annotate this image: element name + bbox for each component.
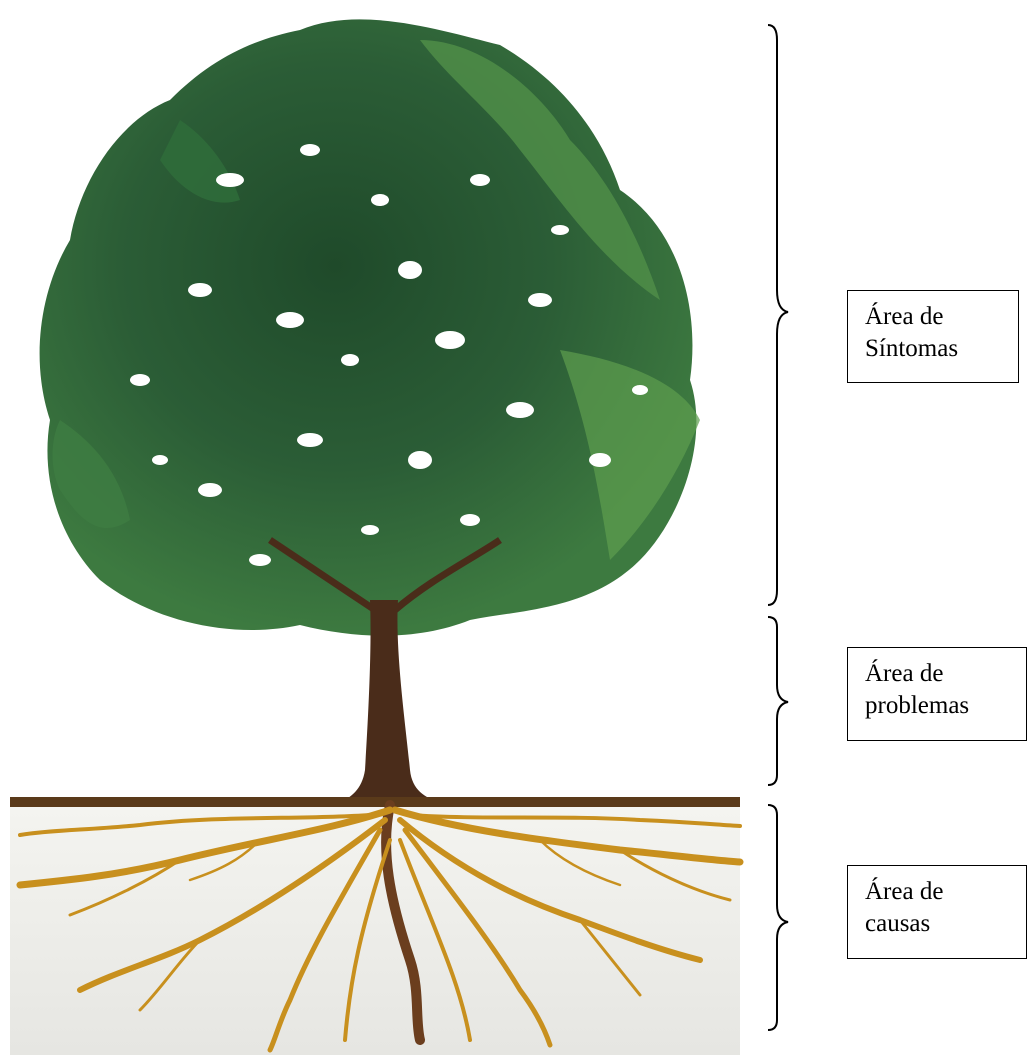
problems-brace [767, 616, 789, 786]
tree-illustration [10, 19, 744, 1055]
bracket-group [767, 24, 789, 1031]
tree-roots-icon [16, 800, 744, 1053]
symptoms-area-label: Área de Síntomas [847, 290, 1019, 383]
causes-brace [767, 804, 789, 1031]
ground-line [10, 797, 740, 807]
tree-crown-icon [39, 19, 700, 636]
symptoms-brace [767, 24, 789, 606]
causes-area-label: Área de causas [847, 865, 1027, 959]
problems-area-label: Área de problemas [847, 647, 1027, 741]
tree-trunk-icon [340, 600, 440, 802]
